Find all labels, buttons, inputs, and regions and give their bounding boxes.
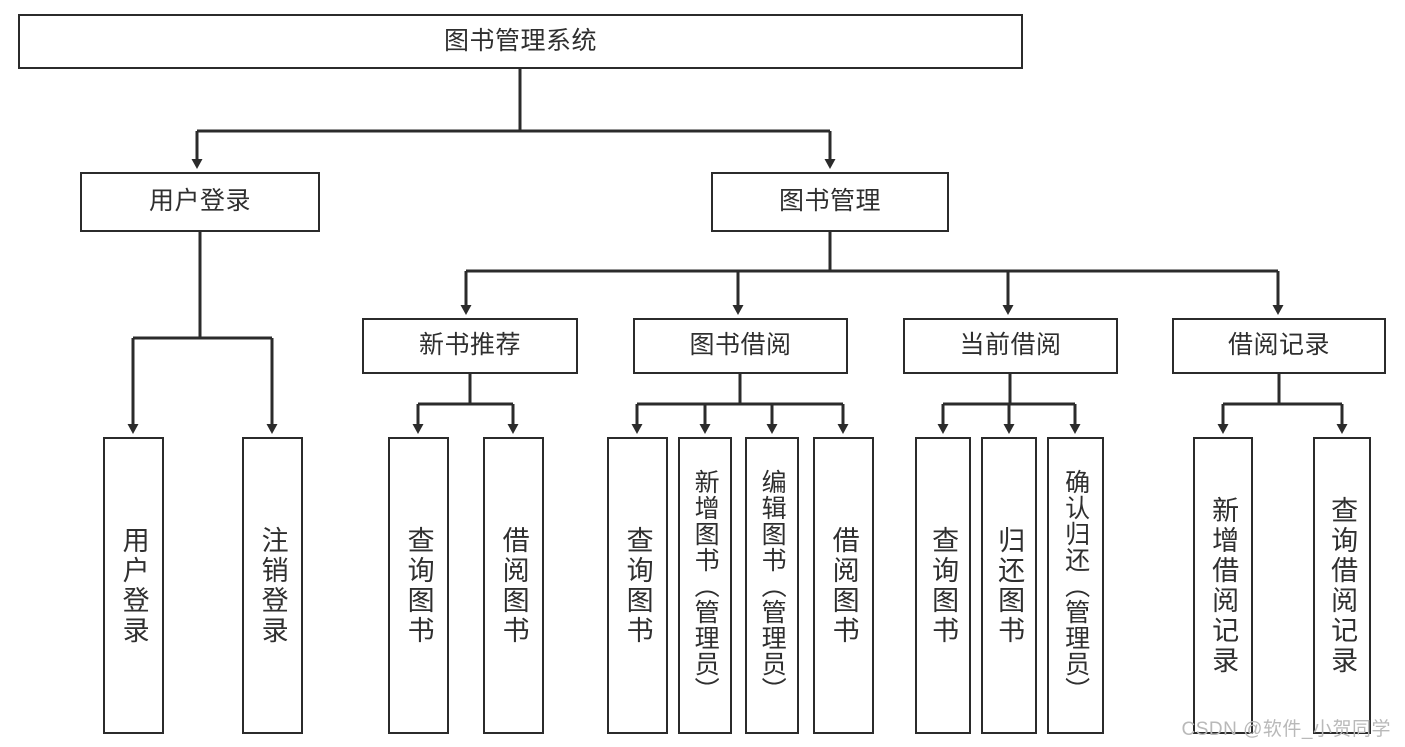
node-leaf-logout-label: 注销登录: [257, 525, 288, 646]
node-leaf-query-book-borrow[interactable]: 查询图书: [607, 437, 668, 734]
node-root-label: 图书管理系统: [443, 26, 597, 55]
node-leaf-confirm-return-admin[interactable]: 确认归还（管理员）: [1047, 437, 1104, 734]
node-level2-book-borrow-label: 图书借阅: [689, 331, 792, 360]
node-leaf-query-book-current[interactable]: 查询图书: [915, 437, 971, 734]
node-leaf-logout[interactable]: 注销登录: [242, 437, 303, 734]
node-level1-user-login-label: 用户登录: [148, 187, 251, 216]
node-leaf-return-book-label: 归还图书: [994, 525, 1025, 646]
watermark-text: CSDN @软件_小贺同学: [1181, 719, 1391, 740]
node-leaf-add-borrow-record-label: 新增借阅记录: [1208, 495, 1239, 676]
node-leaf-query-book-new[interactable]: 查询图书: [388, 437, 449, 734]
node-leaf-query-book-current-label: 查询图书: [928, 525, 959, 646]
node-leaf-query-borrow-record[interactable]: 查询借阅记录: [1313, 437, 1371, 734]
node-level1-user-login[interactable]: 用户登录: [80, 172, 320, 232]
node-leaf-edit-book-admin[interactable]: 编辑图书（管理员）: [745, 437, 799, 734]
node-leaf-query-book-new-label: 查询图书: [403, 525, 434, 646]
node-level2-new-book-label: 新书推荐: [418, 331, 521, 360]
node-leaf-user-login[interactable]: 用户登录: [103, 437, 164, 734]
node-leaf-borrow-book-new[interactable]: 借阅图书: [483, 437, 544, 734]
node-level2-current-borrow-label: 当前借阅: [959, 331, 1062, 360]
node-leaf-add-book-admin[interactable]: 新增图书（管理员）: [678, 437, 732, 734]
node-root[interactable]: 图书管理系统: [18, 14, 1023, 69]
node-level2-new-book[interactable]: 新书推荐: [362, 318, 578, 374]
node-leaf-add-book-admin-label: 新增图书（管理员）: [691, 468, 720, 703]
node-leaf-return-book[interactable]: 归还图书: [981, 437, 1037, 734]
node-leaf-query-book-borrow-label: 查询图书: [622, 525, 653, 646]
node-level2-book-borrow[interactable]: 图书借阅: [633, 318, 848, 374]
node-leaf-user-login-label: 用户登录: [118, 525, 149, 646]
node-leaf-edit-book-admin-label: 编辑图书（管理员）: [758, 468, 787, 703]
node-leaf-borrow-book[interactable]: 借阅图书: [813, 437, 874, 734]
node-level2-borrow-record[interactable]: 借阅记录: [1172, 318, 1386, 374]
node-level2-borrow-record-label: 借阅记录: [1227, 331, 1330, 360]
node-leaf-query-borrow-record-label: 查询借阅记录: [1327, 495, 1358, 676]
node-level1-book-manage-label: 图书管理: [778, 187, 881, 216]
node-level1-book-manage[interactable]: 图书管理: [711, 172, 949, 232]
node-leaf-add-borrow-record[interactable]: 新增借阅记录: [1193, 437, 1253, 734]
node-leaf-borrow-book-label: 借阅图书: [828, 525, 859, 646]
node-level2-current-borrow[interactable]: 当前借阅: [903, 318, 1118, 374]
node-leaf-confirm-return-admin-label: 确认归还（管理员）: [1061, 468, 1090, 703]
node-leaf-borrow-book-new-label: 借阅图书: [498, 525, 529, 646]
